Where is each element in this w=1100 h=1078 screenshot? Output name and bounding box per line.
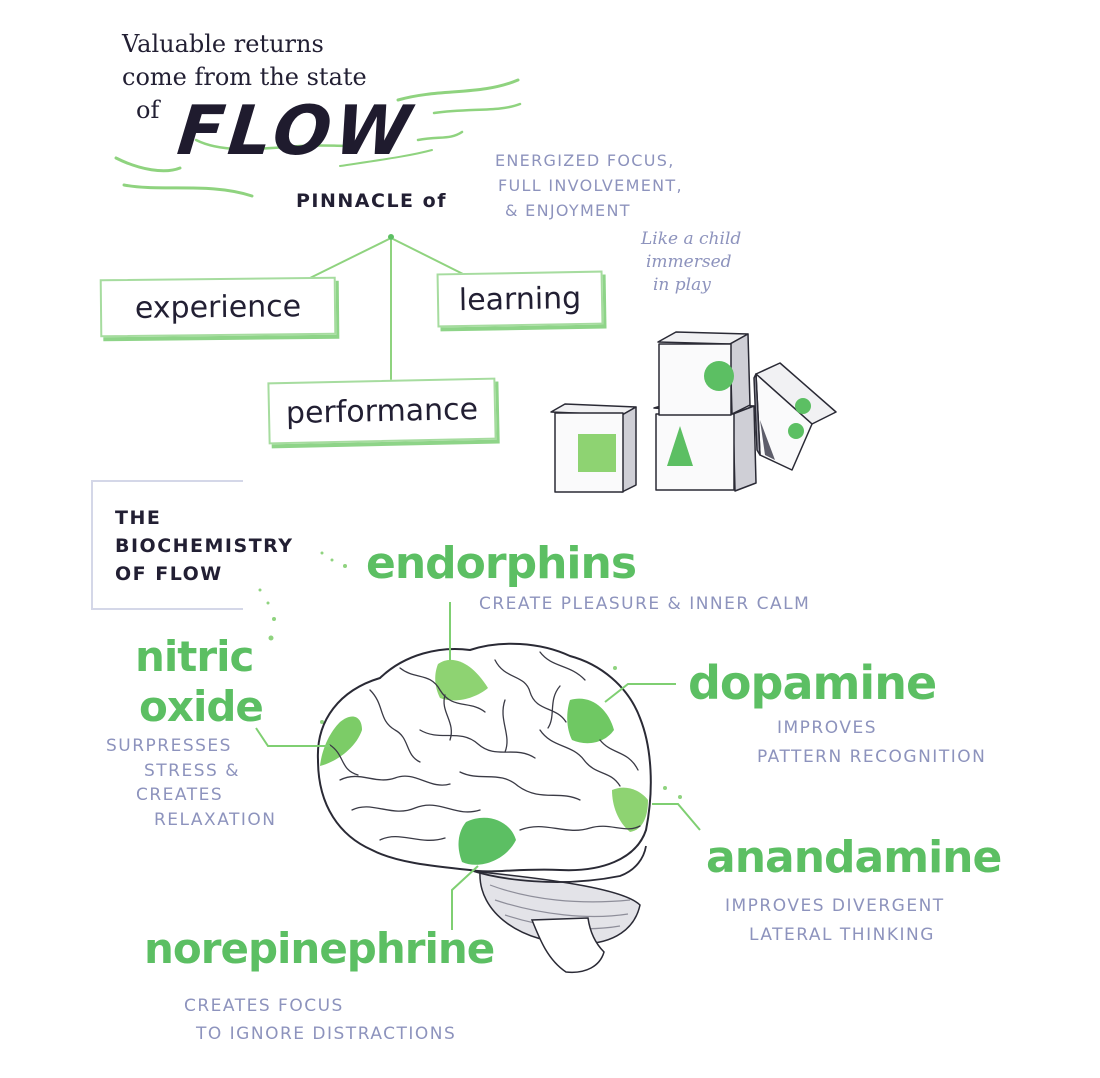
- flow-traits-note: ENERGIZED FOCUS, FULL INVOLVEMENT, & ENJ…: [495, 148, 683, 223]
- note-line: Like a child: [641, 229, 742, 249]
- chem-name-line: nitric: [135, 632, 254, 681]
- biochemistry-dotted-lead: [258, 551, 682, 799]
- flow-swoosh-decoration: [114, 78, 522, 198]
- branch-label: learning: [458, 280, 582, 318]
- desc-line: PATTERN RECOGNITION: [757, 747, 987, 767]
- flow-heading: Valuable returns come from the state of: [122, 28, 367, 127]
- desc-line: IMPROVES: [777, 718, 877, 738]
- anandamine-description: IMPROVES DIVERGENT LATERAL THINKING: [725, 892, 945, 950]
- note-line: & ENJOYMENT: [505, 201, 631, 220]
- title-line: OF FLOW: [115, 563, 223, 585]
- pinnacle-connectors: [309, 234, 464, 382]
- endorphins-label: endorphins: [366, 538, 637, 589]
- desc-line: RELAXATION: [154, 809, 277, 830]
- branch-label: performance: [285, 391, 479, 431]
- biochemistry-frame: [91, 480, 243, 610]
- toy-block-circle-icon: [657, 331, 751, 416]
- desc-line: CREATES: [136, 785, 224, 805]
- chem-name-line: oxide: [139, 682, 264, 731]
- branch-learning-box: learning: [436, 270, 604, 328]
- biochemistry-title: THE BIOCHEMISTRY OF FLOW: [115, 504, 294, 588]
- branch-experience-box: experience: [99, 276, 337, 338]
- anandamine-label: anandamine: [706, 832, 1002, 883]
- desc-line: CREATES FOCUS: [184, 996, 344, 1016]
- brain-illustration: [316, 642, 652, 974]
- heading-line: come from the state: [122, 63, 367, 91]
- note-line: FULL INVOLVEMENT,: [498, 176, 683, 195]
- note-line: in play: [653, 275, 711, 295]
- desc-line: TO IGNORE DISTRACTIONS: [196, 1024, 457, 1044]
- norepinephrine-description: CREATES FOCUS TO IGNORE DISTRACTIONS: [184, 992, 456, 1048]
- title-line: THE: [115, 507, 162, 529]
- toy-blocks-illustration: [550, 331, 837, 493]
- desc-line: SURPRESSES: [106, 736, 232, 756]
- heading-line: of: [136, 96, 160, 124]
- dopamine-description: IMPROVES PATTERN RECOGNITION: [757, 714, 986, 772]
- chemical-leader-lines: [255, 602, 701, 930]
- dopamine-label: dopamine: [688, 656, 937, 710]
- desc-line: STRESS &: [144, 760, 240, 781]
- note-line: ENERGIZED FOCUS,: [495, 151, 675, 170]
- nitric-oxide-label: nitric oxide: [135, 632, 264, 732]
- heading-line: Valuable returns: [122, 30, 324, 58]
- endorphins-description: CREATE PLEASURE & INNER CALM: [479, 592, 810, 616]
- toy-block-square-icon: [550, 403, 637, 493]
- desc-line: CREATE PLEASURE & INNER CALM: [479, 594, 811, 614]
- pinnacle-label: PINNACLE of: [296, 190, 447, 212]
- note-line: immersed: [646, 252, 732, 272]
- desc-line: IMPROVES DIVERGENT: [725, 896, 945, 916]
- branch-performance-box: performance: [267, 377, 497, 445]
- toy-block-dots-icon: [753, 362, 837, 471]
- nitric-oxide-description: SURPRESSES STRESS & CREATES RELAXATION: [106, 734, 277, 832]
- branch-label: experience: [134, 288, 302, 326]
- flow-emphasis-title: FLOW: [173, 92, 419, 171]
- desc-line: LATERAL THINKING: [749, 925, 935, 945]
- norepinephrine-label: norepinephrine: [144, 924, 495, 973]
- title-line: BIOCHEMISTRY: [115, 535, 294, 557]
- child-play-note: Like a child immersed in play: [641, 228, 741, 297]
